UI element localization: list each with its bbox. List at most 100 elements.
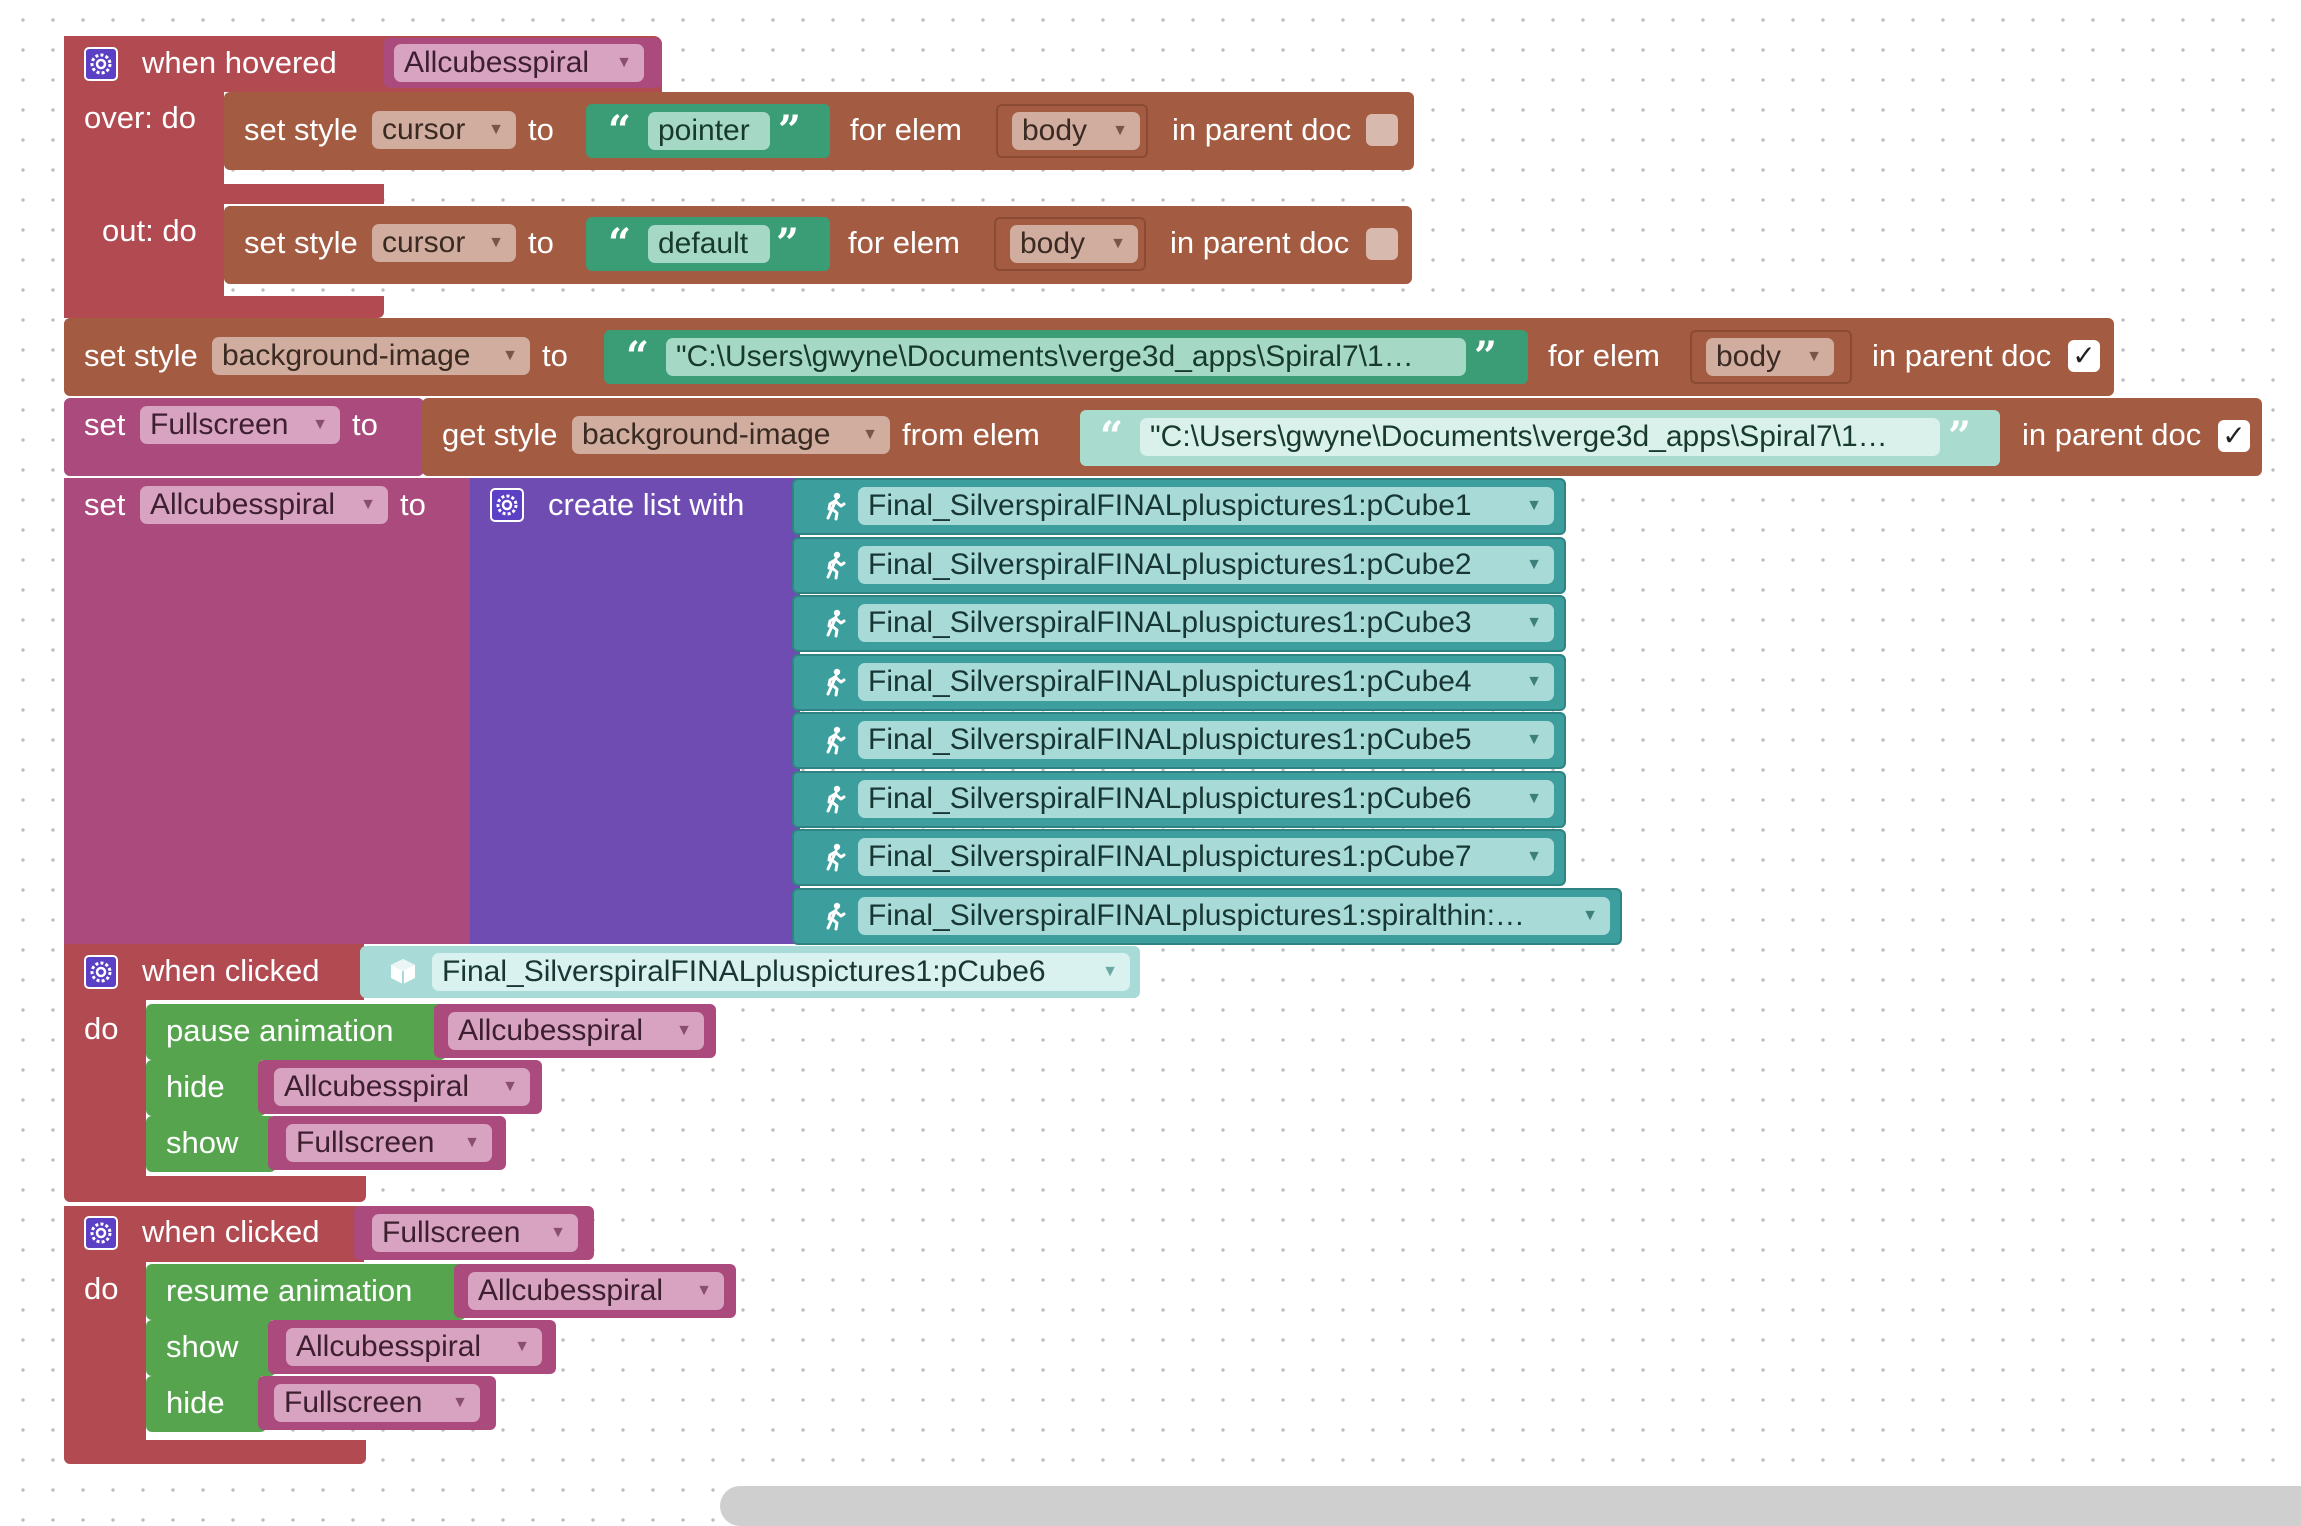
when-clicked-label: when clicked [142, 1214, 320, 1249]
to-label: to [400, 487, 426, 522]
open-quote-icon: “ [608, 220, 632, 267]
when-clicked-label: when clicked [142, 953, 320, 988]
close-quote-icon: ” [1948, 413, 1972, 460]
create-list-label: create list with [548, 487, 745, 522]
gear-icon[interactable] [84, 955, 118, 989]
walking-person-icon [826, 609, 846, 638]
set-style-label: set style [84, 338, 198, 373]
elem-dropdown[interactable]: body▼ [1706, 338, 1834, 376]
close-quote-icon: ” [778, 107, 802, 154]
show-target-dropdown[interactable]: Allcubesspiral▼ [286, 1328, 542, 1366]
string-value-field[interactable]: pointer [648, 112, 770, 150]
open-quote-icon: “ [1100, 413, 1124, 460]
set-style-label: set style [244, 112, 358, 147]
variable-dropdown[interactable]: Fullscreen▼ [140, 406, 340, 444]
clicked-object-dropdown[interactable]: Final_SilverspiralFINALpluspictures1:pCu… [432, 953, 1130, 991]
animation-target-dropdown[interactable]: Allcubesspiral▼ [448, 1012, 704, 1050]
do-label: do [84, 1271, 119, 1306]
set-label: set [84, 407, 126, 442]
show-label: show [166, 1125, 239, 1160]
hovered-object-dropdown[interactable]: Allcubesspiral▼ [394, 44, 644, 82]
resume-animation-block[interactable] [146, 1264, 466, 1320]
gear-icon[interactable] [84, 47, 118, 81]
hide-target-dropdown[interactable]: Allcubesspiral▼ [274, 1068, 530, 1106]
hide-block[interactable] [146, 1376, 266, 1432]
do-label: do [84, 1011, 119, 1046]
list-object-dropdown[interactable]: Final_SilverspiralFINALpluspictures1:pCu… [858, 721, 1554, 759]
resume-animation-label: resume animation [166, 1273, 413, 1308]
list-object-dropdown[interactable]: Final_SilverspiralFINALpluspictures1:spi… [858, 897, 1610, 935]
in-parent-doc-label: in parent doc [1872, 338, 2052, 373]
to-label: to [542, 338, 568, 373]
show-label: show [166, 1329, 239, 1364]
open-quote-icon: “ [608, 107, 632, 154]
list-object-dropdown[interactable]: Final_SilverspiralFINALpluspictures1:pCu… [858, 663, 1554, 701]
when-clicked-bottom-bar [64, 1440, 366, 1464]
list-object-dropdown[interactable]: Final_SilverspiralFINALpluspictures1:pCu… [858, 487, 1554, 525]
list-object-dropdown[interactable]: Final_SilverspiralFINALpluspictures1:pCu… [858, 546, 1554, 584]
animation-target-dropdown[interactable]: Allcubesspiral▼ [468, 1272, 724, 1310]
show-block[interactable] [146, 1320, 276, 1376]
show-block[interactable] [146, 1116, 276, 1172]
when-hovered-bottom-bar [64, 296, 384, 318]
clicked-object-dropdown[interactable]: Fullscreen▼ [372, 1214, 578, 1252]
walking-person-icon [826, 551, 846, 580]
style-property-dropdown[interactable]: background-image▼ [572, 416, 890, 454]
hide-label: hide [166, 1385, 225, 1420]
set-allcubesspiral-block[interactable] [64, 478, 472, 944]
in-parent-doc-checkbox[interactable]: ✓ [2068, 340, 2100, 372]
create-list-block[interactable] [470, 478, 800, 944]
in-parent-doc-label: in parent doc [2022, 417, 2202, 452]
pause-animation-block[interactable] [146, 1004, 446, 1060]
gear-icon[interactable] [84, 1216, 118, 1250]
walking-person-icon [826, 668, 846, 697]
for-elem-label: for elem [850, 112, 962, 147]
variable-dropdown[interactable]: Allcubesspiral▼ [140, 486, 388, 524]
to-label: to [528, 112, 554, 147]
get-style-label: get style [442, 417, 558, 452]
set-label: set [84, 487, 126, 522]
over-do-label: over: do [84, 100, 197, 135]
pause-animation-label: pause animation [166, 1013, 394, 1048]
in-parent-doc-label: in parent doc [1172, 112, 1352, 147]
in-parent-doc-checkbox[interactable] [1366, 114, 1398, 146]
when-hovered-spine [64, 36, 224, 318]
string-value-field[interactable]: default [648, 225, 770, 263]
walking-person-icon [826, 843, 846, 872]
close-quote-icon: ” [776, 220, 800, 267]
walking-person-icon [826, 492, 846, 521]
in-parent-doc-checkbox[interactable] [1366, 228, 1398, 260]
set-style-label: set style [244, 225, 358, 260]
out-do-label: out: do [102, 213, 197, 248]
string-value-field[interactable]: "C:\Users\gwyne\Documents\verge3d_apps\S… [666, 338, 1466, 376]
elem-dropdown[interactable]: body▼ [1012, 112, 1140, 150]
to-label: to [528, 225, 554, 260]
list-object-dropdown[interactable]: Final_SilverspiralFINALpluspictures1:pCu… [858, 780, 1554, 818]
open-quote-icon: “ [626, 333, 650, 380]
hide-target-dropdown[interactable]: Fullscreen▼ [274, 1384, 480, 1422]
style-property-dropdown[interactable]: background-image▼ [212, 337, 530, 375]
string-value-field[interactable]: "C:\Users\gwyne\Documents\verge3d_apps\S… [1140, 418, 1940, 456]
for-elem-label: for elem [848, 225, 960, 260]
style-property-dropdown[interactable]: cursor▼ [372, 224, 516, 262]
close-quote-icon: ” [1474, 333, 1498, 380]
in-parent-doc-checkbox[interactable]: ✓ [2218, 420, 2250, 452]
in-parent-doc-label: in parent doc [1170, 225, 1350, 260]
gear-icon[interactable] [490, 488, 524, 522]
elem-dropdown[interactable]: body▼ [1010, 225, 1138, 263]
hide-block[interactable] [146, 1060, 266, 1116]
from-elem-label: from elem [902, 417, 1040, 452]
list-object-dropdown[interactable]: Final_SilverspiralFINALpluspictures1:pCu… [858, 838, 1554, 876]
when-hovered-label: when hovered [142, 45, 337, 80]
list-object-dropdown[interactable]: Final_SilverspiralFINALpluspictures1:pCu… [858, 604, 1554, 642]
horizontal-scrollbar[interactable] [720, 1486, 2301, 1526]
when-clicked-bottom-bar [64, 1176, 366, 1202]
for-elem-label: for elem [1548, 338, 1660, 373]
show-target-dropdown[interactable]: Fullscreen▼ [286, 1124, 492, 1162]
style-property-dropdown[interactable]: cursor▼ [372, 111, 516, 149]
cube-icon [391, 959, 415, 984]
walking-person-icon [826, 902, 846, 931]
walking-person-icon [826, 785, 846, 814]
walking-person-icon [826, 726, 846, 755]
to-label: to [352, 407, 378, 442]
